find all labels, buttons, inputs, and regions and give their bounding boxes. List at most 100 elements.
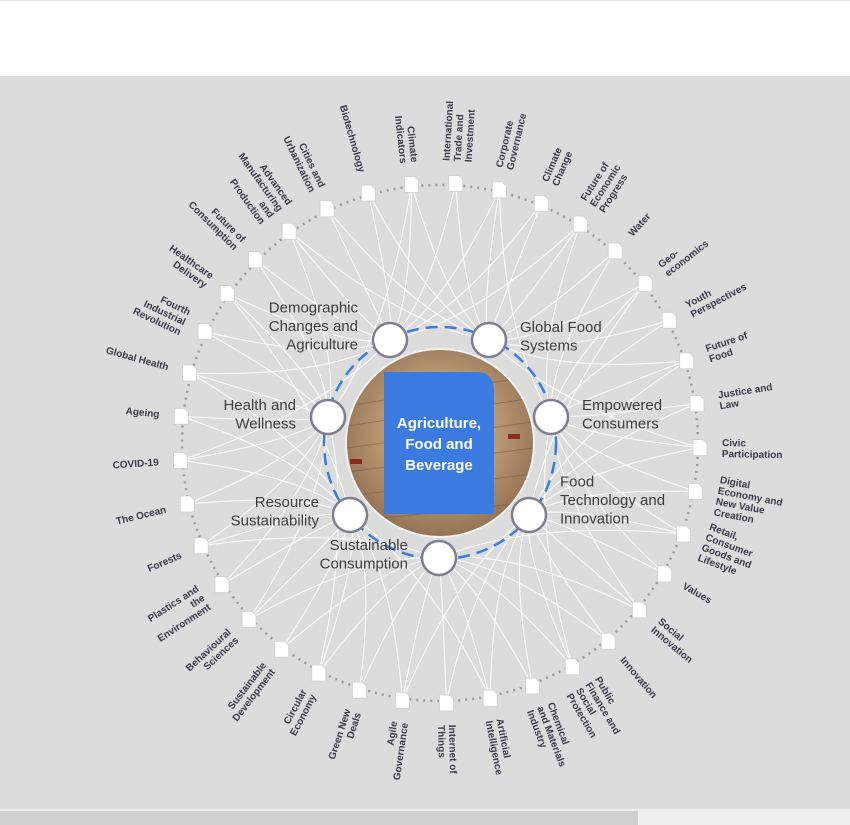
topic-node-marker[interactable] — [438, 694, 454, 712]
category-node-circle[interactable] — [532, 398, 570, 436]
topic-node-marker[interactable] — [360, 184, 376, 202]
category-node-circle[interactable] — [331, 496, 369, 534]
topic-node-marker[interactable] — [281, 222, 297, 240]
connection-line — [189, 372, 351, 516]
topic-node-covid-19[interactable]: COVID-19 — [112, 452, 188, 471]
topic-node-water[interactable]: Water — [607, 211, 653, 260]
topic-node-marker[interactable] — [352, 681, 367, 699]
topic-node-marker[interactable] — [274, 640, 290, 658]
topic-node-marker[interactable] — [689, 395, 705, 413]
topic-node-marker[interactable] — [692, 439, 708, 457]
scrollbar-thumb[interactable] — [0, 811, 638, 825]
topic-node-marker[interactable] — [394, 691, 410, 709]
topic-node-marker[interactable] — [491, 181, 507, 199]
topic-node-marker[interactable] — [214, 576, 230, 594]
topic-node-marker[interactable] — [631, 601, 647, 619]
topic-node-global-health[interactable]: Global Health — [105, 345, 198, 382]
topic-node-marker[interactable] — [676, 525, 691, 543]
topic-node-marker[interactable] — [600, 632, 616, 650]
topic-node-marker[interactable] — [533, 195, 549, 212]
topic-node-marker[interactable] — [219, 285, 235, 302]
connection-line — [201, 537, 440, 559]
topic-node-marker[interactable] — [173, 407, 189, 425]
topic-node-marker[interactable] — [173, 452, 188, 469]
topic-node-the-ocean[interactable]: The Ocean — [115, 495, 195, 527]
connection-line — [281, 514, 351, 650]
topic-node-marker[interactable] — [311, 664, 327, 682]
topic-node-forests[interactable]: Forests — [146, 537, 209, 575]
category-node-circle[interactable] — [470, 321, 508, 359]
topic-node-marker[interactable] — [688, 483, 703, 500]
topic-node-marker[interactable] — [607, 242, 623, 260]
connection-line — [248, 416, 329, 620]
topic-node-geo-economics[interactable]: Geo-economics — [637, 230, 711, 292]
connection-line — [527, 514, 573, 668]
topic-node-marker[interactable] — [448, 175, 464, 192]
topic-node-marker[interactable] — [193, 537, 209, 555]
topic-node-marker[interactable] — [572, 215, 588, 233]
topic-node-marker[interactable] — [404, 176, 420, 193]
topic-node-marker[interactable] — [525, 677, 541, 695]
topic-node-marker[interactable] — [182, 364, 198, 382]
topic-node-ageing[interactable]: Ageing — [125, 406, 189, 425]
topic-node-marker[interactable] — [637, 274, 653, 292]
topic-node-biotechnology[interactable]: Biotechnology — [337, 104, 376, 202]
topic-node-marker[interactable] — [657, 565, 673, 583]
horizontal-scrollbar[interactable] — [0, 809, 850, 825]
topic-node-marker[interactable] — [241, 611, 257, 628]
topic-label-line: Civic — [722, 438, 747, 449]
category-node-circle[interactable] — [420, 539, 458, 577]
topic-node-marker[interactable] — [661, 311, 677, 329]
connection-line — [489, 514, 530, 699]
topic-node-values[interactable]: Values — [657, 565, 714, 607]
category-node-circle[interactable] — [371, 321, 409, 359]
topic-node-marker[interactable] — [179, 495, 195, 513]
topic-node-marker[interactable] — [319, 200, 335, 218]
category-node-circle[interactable] — [510, 496, 548, 534]
topic-node-marker[interactable] — [197, 323, 213, 341]
category-node-circle[interactable] — [309, 398, 347, 436]
center-topic-card[interactable] — [384, 372, 494, 514]
center-label-line: Food and — [405, 436, 473, 453]
topic-node-marker[interactable] — [482, 689, 498, 707]
connection-line — [180, 339, 391, 461]
topic-node-marker[interactable] — [248, 251, 263, 269]
category-label-line: Demographic — [269, 300, 359, 317]
connection-line — [401, 557, 440, 701]
topic-node-marker[interactable] — [679, 352, 695, 370]
category-label-line: Consumption — [320, 555, 408, 572]
topic-node-marker[interactable] — [564, 658, 580, 676]
